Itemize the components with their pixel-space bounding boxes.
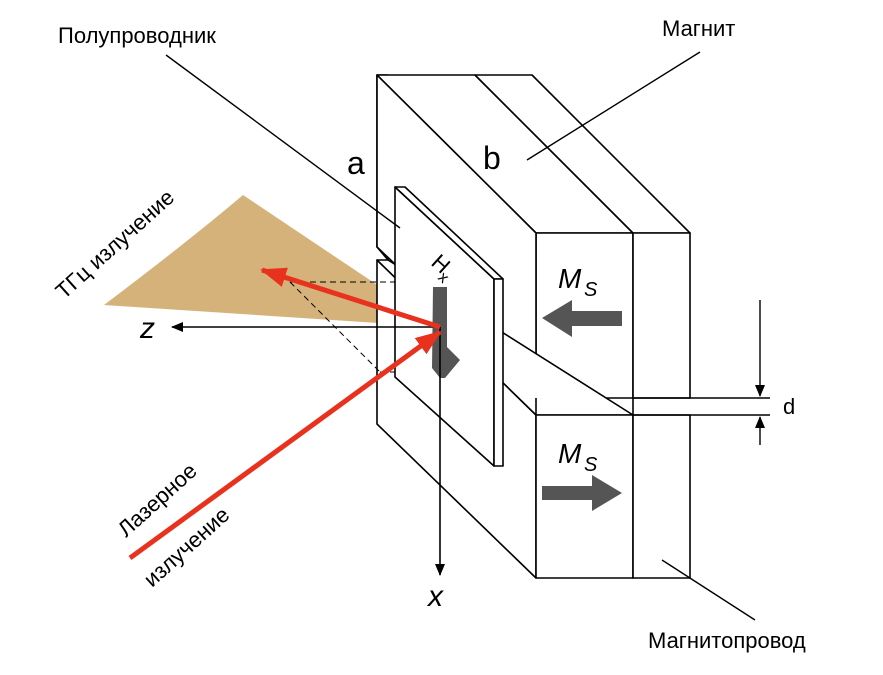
gap-dimension <box>633 300 770 445</box>
dimension-b-label: b <box>483 140 501 176</box>
svg-text:S: S <box>584 454 598 476</box>
magnet-label: Магнит <box>662 16 735 41</box>
lower-magnet-side <box>632 414 691 579</box>
svg-text:M: M <box>558 438 582 469</box>
ms-top-label: M S <box>558 263 598 301</box>
svg-text:S: S <box>584 279 598 301</box>
leader-lines <box>165 51 756 621</box>
gap-d-label: d <box>783 394 795 419</box>
thz-beam <box>104 195 440 327</box>
ms-top-arrow <box>542 300 622 337</box>
svg-text:M: M <box>558 263 582 294</box>
semiconductor-label: Полупроводник <box>58 23 216 48</box>
ms-bottom-label: M S <box>558 438 598 476</box>
laser-incident <box>128 329 442 561</box>
dimension-a-label: a <box>347 145 365 181</box>
axis-x-label: x <box>426 580 444 613</box>
hx-field-arrow <box>432 287 460 378</box>
axis-z-label: z <box>139 312 155 345</box>
ms-bottom-arrow <box>542 475 622 511</box>
thz-emitted-arrow <box>260 267 441 330</box>
upper-magnet-side <box>632 232 691 399</box>
magnetic-circuit-label: Магнитопровод <box>648 628 806 653</box>
